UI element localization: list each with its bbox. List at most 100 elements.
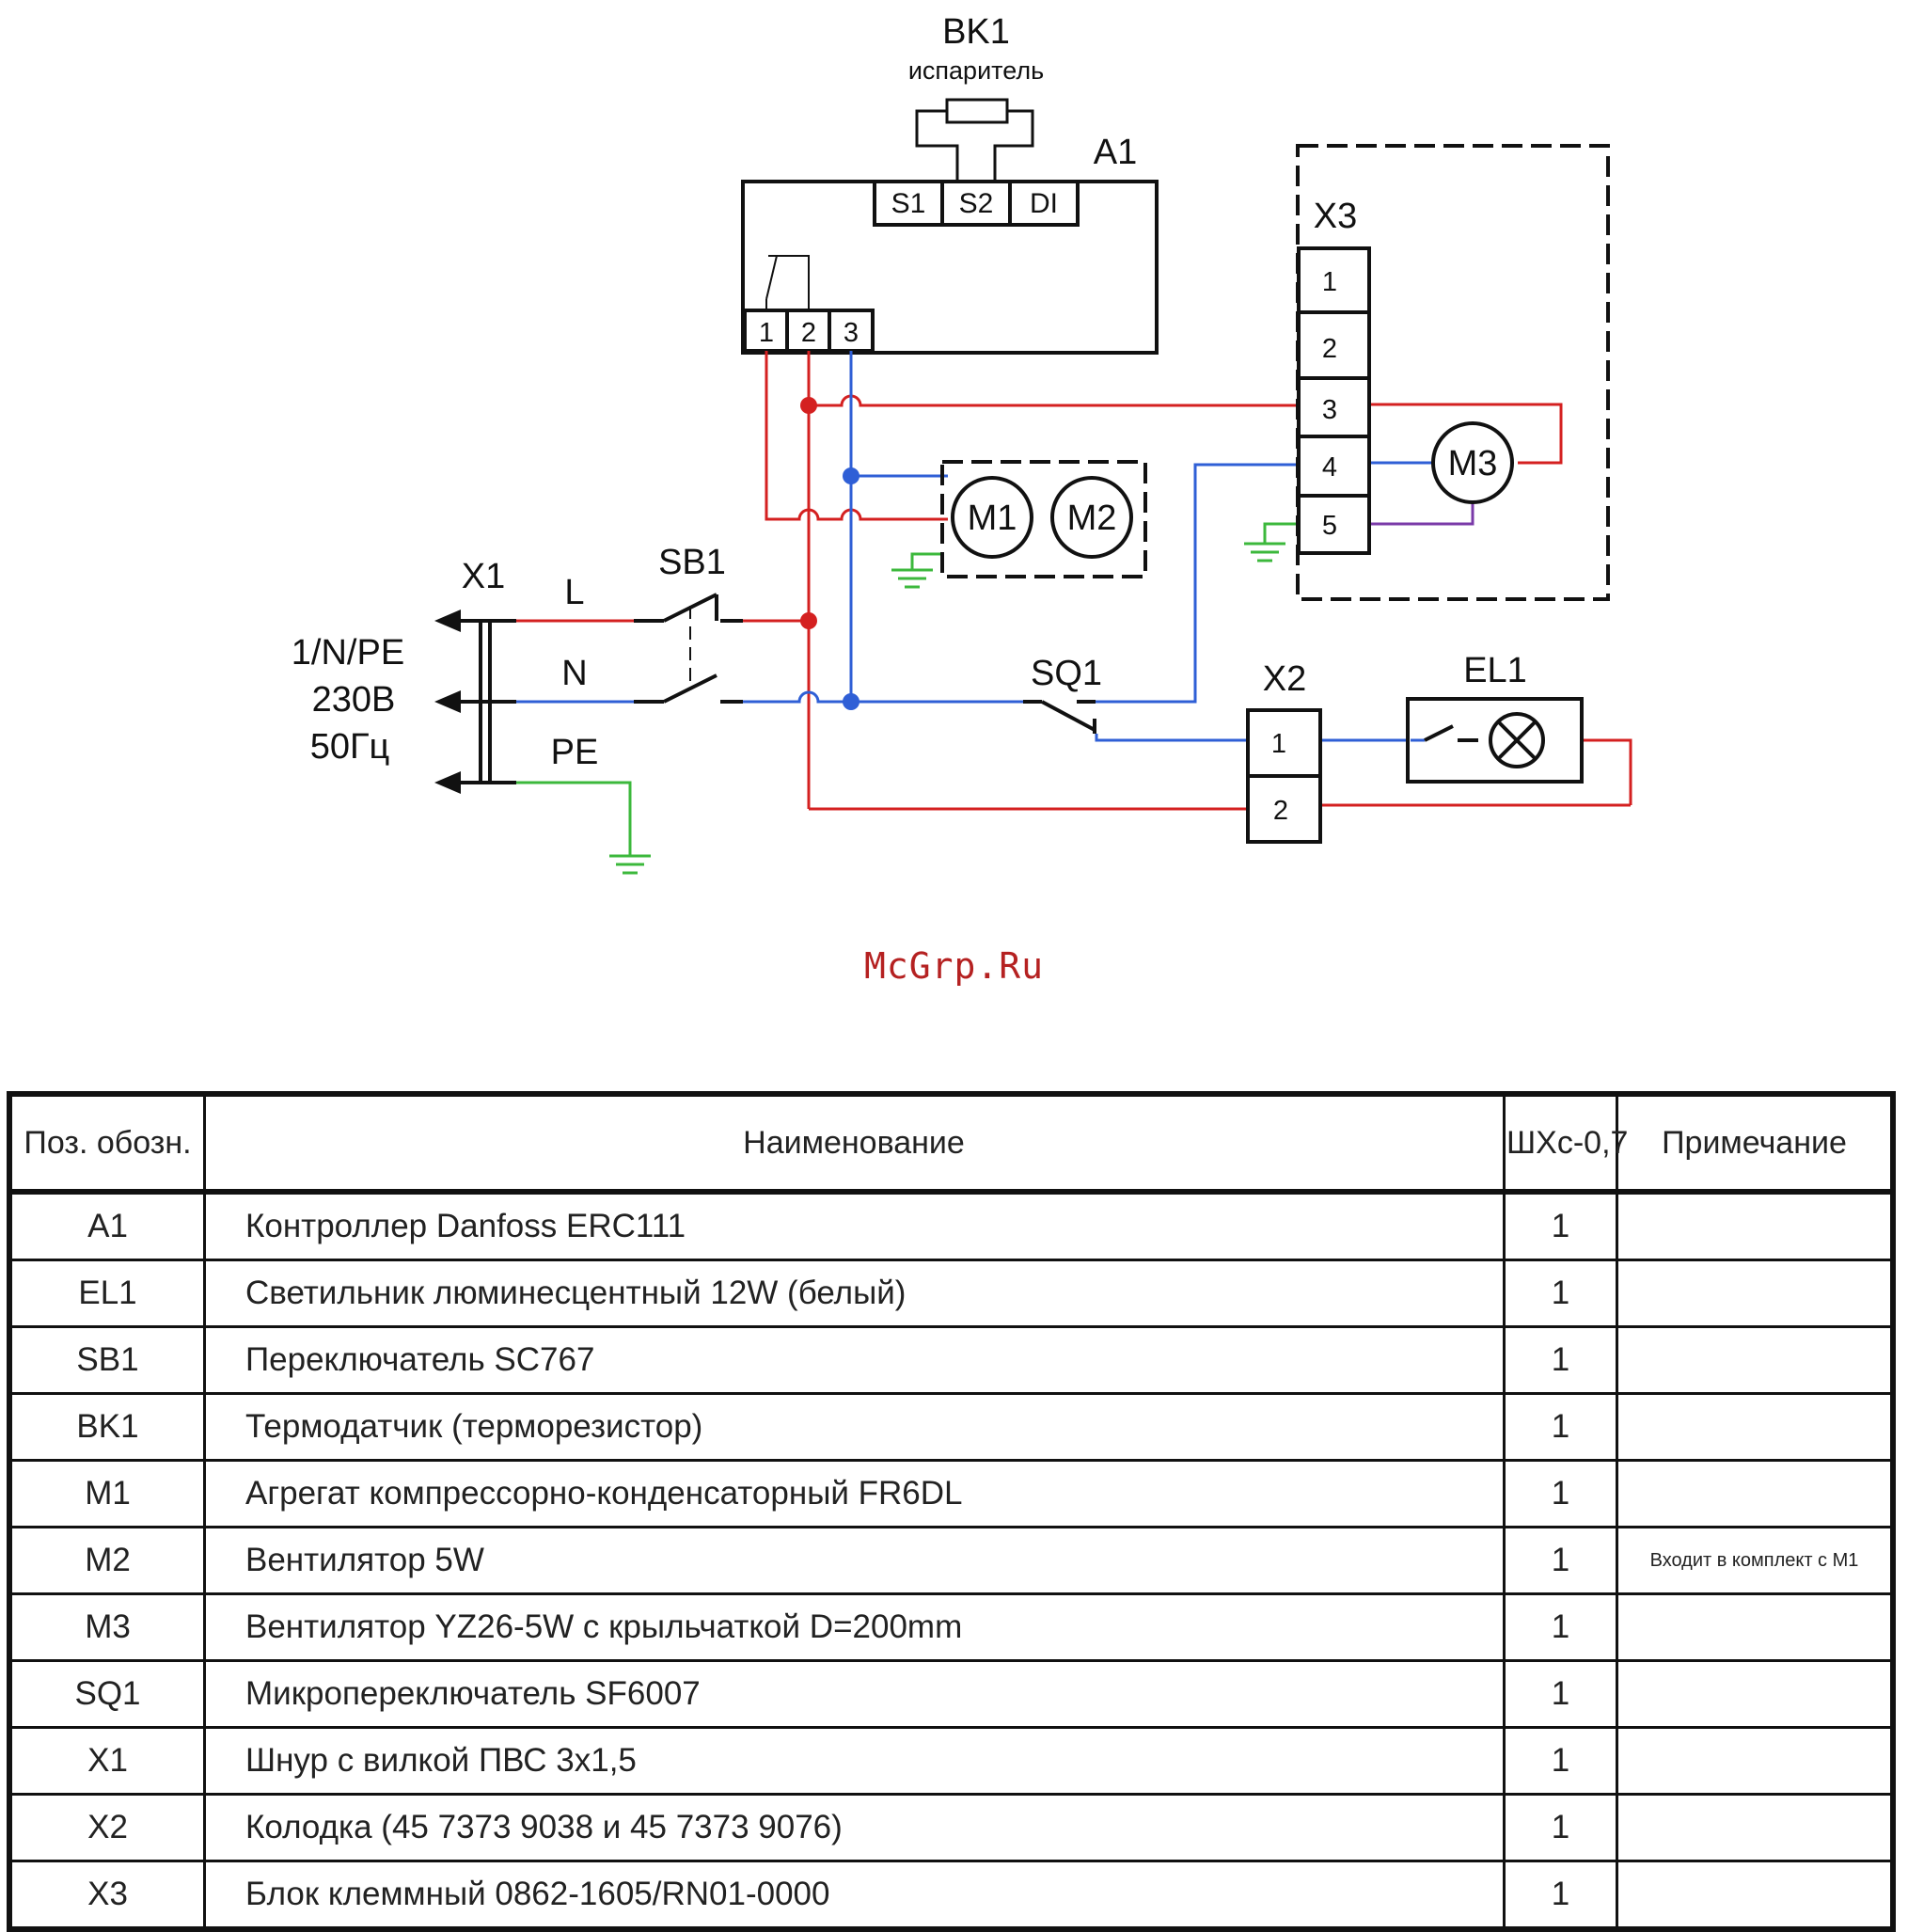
x3-terminal-2: 2 <box>1322 334 1337 364</box>
row-pos: EL1 <box>8 1259 206 1328</box>
row-pos: X3 <box>8 1860 206 1931</box>
header-pos: Поз. обозн. <box>8 1092 206 1195</box>
bk1-sublabel: испаритель <box>908 56 1044 85</box>
row-name: Вентилятор 5W <box>203 1526 1506 1595</box>
row-pos: SQ1 <box>8 1659 206 1729</box>
table-row: X3 Блок клеммный 0862-1605/RN01-0000 1 <box>8 1860 1895 1931</box>
table-row: M3 Вентилятор YZ26-5W с крыльчаткой D=20… <box>8 1592 1895 1662</box>
row-name: Микропереключатель SF6007 <box>203 1659 1506 1729</box>
row-pos: M3 <box>8 1592 206 1662</box>
supply-label-1: 1/N/PE <box>292 633 404 673</box>
bk1-sensor <box>915 98 1034 181</box>
table-row: SB1 Переключатель SC767 1 <box>8 1325 1895 1395</box>
l-label: L <box>564 573 584 612</box>
row-name: Светильник люминесцентный 12W (белый) <box>203 1259 1506 1328</box>
header-qty: ШХс-0,7 <box>1503 1092 1628 1195</box>
m2-motor <box>1050 476 1133 559</box>
el1-label: EL1 <box>1463 651 1527 690</box>
table-header-row: Поз. обозн. Наименование ШХс-0,7 Примеча… <box>8 1092 1895 1195</box>
m3-label: M3 <box>1448 444 1498 483</box>
row-qty: 1 <box>1503 1190 1618 1261</box>
row-qty: 1 <box>1503 1793 1618 1862</box>
row-note <box>1616 1190 1895 1261</box>
x1-arrows <box>434 610 461 794</box>
x3-terminal-5: 5 <box>1322 511 1337 541</box>
x3-terminal-1: 1 <box>1322 267 1337 297</box>
x2-connector <box>1246 708 1322 844</box>
row-name: Колодка (45 7373 9038 и 45 7373 9076) <box>203 1793 1506 1862</box>
row-pos: X2 <box>8 1793 206 1862</box>
table-row: X2 Колодка (45 7373 9038 и 45 7373 9076)… <box>8 1793 1895 1862</box>
row-name: Контроллер Danfoss ERC111 <box>203 1190 1506 1261</box>
earth-wires <box>516 522 1299 875</box>
x1-label: X1 <box>462 557 505 596</box>
row-qty: 1 <box>1503 1592 1618 1662</box>
row-name: Агрегат компрессорно-конденсаторный FR6D… <box>203 1459 1506 1528</box>
m1-motor <box>951 476 1033 559</box>
row-pos: SB1 <box>8 1325 206 1395</box>
x3-terminal-3: 3 <box>1322 395 1337 425</box>
row-note: Входит в комплект с М1 <box>1616 1526 1895 1595</box>
pe-label: PE <box>551 733 599 772</box>
x3-terminal-block <box>1297 246 1371 555</box>
row-pos: M2 <box>8 1526 206 1595</box>
row-note <box>1616 1259 1895 1328</box>
row-qty: 1 <box>1503 1659 1618 1729</box>
header-note: Примечание <box>1616 1092 1895 1195</box>
a1-s1-label: S1 <box>891 188 926 219</box>
bk1-label: BK1 <box>942 12 1010 52</box>
n-label: N <box>561 654 587 693</box>
specification-table: Поз. обозн. Наименование ШХс-0,7 Примеча… <box>7 1091 1896 1932</box>
supply-label-2: 230В <box>312 680 396 720</box>
row-note <box>1616 1325 1895 1395</box>
a1-terminal-3: 3 <box>844 318 859 348</box>
m3-motor <box>1431 421 1514 504</box>
row-note <box>1616 1793 1895 1862</box>
sb1-label: SB1 <box>658 543 726 582</box>
row-qty: 1 <box>1503 1392 1618 1462</box>
a1-terminal-1: 1 <box>759 318 774 348</box>
row-note <box>1616 1860 1895 1931</box>
row-pos: X1 <box>8 1726 206 1796</box>
neutral-junction-top <box>843 467 859 484</box>
sb1-switch <box>634 593 743 704</box>
a1-di-label: DI <box>1030 188 1058 219</box>
neutral-wires <box>516 351 1435 742</box>
phase-junction-top <box>800 397 817 414</box>
watermark: McGrp.Ru <box>863 945 1045 987</box>
wiring-diagram: BK1 испаритель A1 S1 S2 DI 1 2 3 <box>292 12 1632 875</box>
supply-label-3: 50Гц <box>310 727 390 767</box>
row-note <box>1616 1726 1895 1796</box>
a1-s2-label: S2 <box>959 188 994 219</box>
phase-wires <box>516 351 1632 811</box>
table-row: M1 Агрегат компрессорно-конденсаторный F… <box>8 1459 1895 1528</box>
a1-relay-contact <box>765 255 810 310</box>
table-row: A1 Контроллер Danfoss ERC111 1 <box>8 1190 1895 1261</box>
row-name: Шнур с вилкой ПВС 3х1,5 <box>203 1726 1506 1796</box>
row-qty: 1 <box>1503 1526 1618 1595</box>
table-row: EL1 Светильник люминесцентный 12W (белый… <box>8 1259 1895 1328</box>
table-row: BK1 Термодатчик (терморезистор) 1 <box>8 1392 1895 1462</box>
row-name: Вентилятор YZ26-5W с крыльчаткой D=200mm <box>203 1592 1506 1662</box>
table-row: M2 Вентилятор 5W 1 Входит в комплект с М… <box>8 1526 1895 1595</box>
m1-label: M1 <box>968 499 1017 538</box>
x2-terminal-2: 2 <box>1273 796 1288 826</box>
x3-terminal-5-wire <box>1369 500 1474 526</box>
row-qty: 1 <box>1503 1259 1618 1328</box>
row-qty: 1 <box>1503 1726 1618 1796</box>
row-note <box>1616 1659 1895 1729</box>
row-note <box>1616 1592 1895 1662</box>
x3-terminal-4: 4 <box>1322 452 1337 483</box>
sq1-switch <box>1023 700 1096 734</box>
phase-junction-l <box>800 612 817 629</box>
x2-terminal-1: 1 <box>1271 729 1286 759</box>
sq1-label: SQ1 <box>1031 654 1102 693</box>
table-row: X1 Шнур с вилкой ПВС 3х1,5 1 <box>8 1726 1895 1796</box>
row-qty: 1 <box>1503 1860 1618 1931</box>
row-qty: 1 <box>1503 1459 1618 1528</box>
row-pos: BK1 <box>8 1392 206 1462</box>
row-name: Блок клеммный 0862-1605/RN01-0000 <box>203 1860 1506 1931</box>
el1-lamp <box>1406 697 1584 784</box>
m1-m2-group <box>940 460 1147 578</box>
neutral-junction-n <box>843 693 859 710</box>
